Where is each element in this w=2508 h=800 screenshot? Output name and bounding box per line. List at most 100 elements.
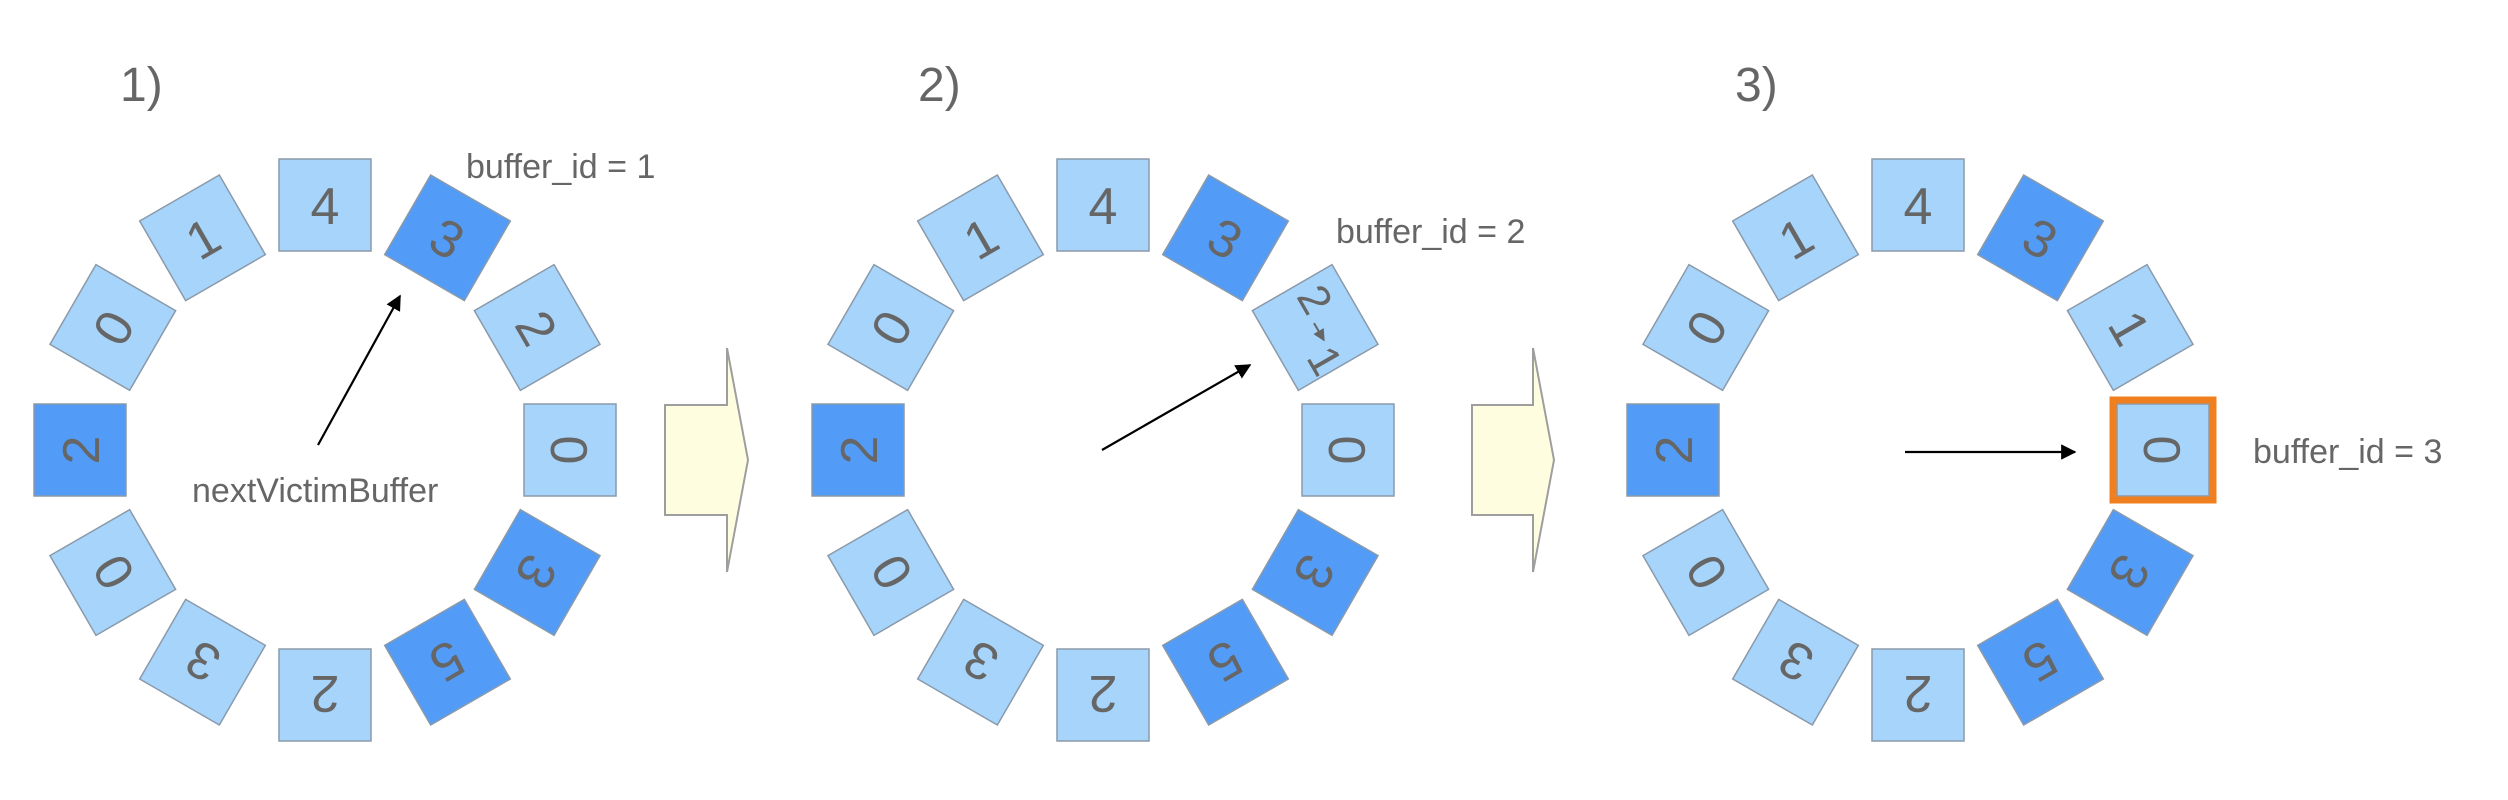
buffer-slot: 3 xyxy=(383,173,512,302)
buffer-slot-box xyxy=(48,508,177,637)
transition-arrow xyxy=(1471,347,1556,573)
buffer-slot: 3 xyxy=(1251,508,1380,637)
buffer-slot-box xyxy=(1251,508,1380,637)
usage-count: 4 xyxy=(311,178,340,236)
buffer-slot: 3 xyxy=(916,598,1045,727)
buffer-slot: 2 xyxy=(278,648,372,742)
buffer-id-label: buffer_id = 3 xyxy=(2253,433,2442,471)
usage-count: 2 xyxy=(1646,436,1704,465)
buffer-slot xyxy=(1251,263,1380,392)
step-label: 1) xyxy=(120,59,163,112)
buffer-slot-box xyxy=(278,158,372,252)
buffer-slot-box xyxy=(1976,598,2105,727)
buffer-slot-box xyxy=(1161,598,1290,727)
pointer-label: nextVictimBuffer xyxy=(192,472,438,510)
buffer-slot-box xyxy=(473,263,602,392)
selected-highlight xyxy=(2109,396,2217,504)
usage-count: 0 xyxy=(539,436,597,465)
buffer-slot: 1 xyxy=(138,173,267,302)
buffer-slot: 0 xyxy=(1641,263,1770,392)
buffer-slot-box xyxy=(48,263,177,392)
buffer-slot: 5 xyxy=(1161,598,1290,727)
buffer-slot: 3 xyxy=(473,508,602,637)
buffer-slot: 5 xyxy=(1976,598,2105,727)
buffer-slot-box xyxy=(1641,508,1770,637)
buffer-slot-box xyxy=(2066,263,2195,392)
buffer-slot: 1 xyxy=(1731,173,1860,302)
buffer-slot-box xyxy=(2116,403,2210,497)
buffer-slot: 0 xyxy=(48,508,177,637)
buffer-slot-box xyxy=(811,403,905,497)
step-label: 3) xyxy=(1735,59,1778,112)
buffer-slot: 2 xyxy=(473,263,602,392)
buffer-slot-box xyxy=(1056,648,1150,742)
buffer-id-label: buffer_id = 2 xyxy=(1336,213,1525,251)
buffer-slot-box xyxy=(473,508,602,637)
buffer-slot: 0 xyxy=(826,263,955,392)
buffer-slot: 2 xyxy=(1871,648,1965,742)
buffer-slot: 3 xyxy=(1161,173,1290,302)
usage-count: 4 xyxy=(1089,178,1118,236)
buffer-slot-box xyxy=(1731,598,1860,727)
buffer-slot: 4 xyxy=(278,158,372,252)
buffer-slot-box xyxy=(1871,648,1965,742)
buffer-slot: 0 xyxy=(48,263,177,392)
buffer-slot-box xyxy=(138,598,267,727)
step-label: 2) xyxy=(918,59,961,112)
pointer-arrow xyxy=(1101,364,1252,451)
buffer-slot-box xyxy=(826,508,955,637)
buffer-slot: 4 xyxy=(1871,158,1965,252)
buffer-slot: 2 xyxy=(33,403,127,497)
buffer-slot: 1 xyxy=(2066,263,2195,392)
buffer-slot-box xyxy=(523,403,617,497)
transition-arrow xyxy=(664,347,750,573)
buffer-slot-box xyxy=(1641,263,1770,392)
buffer-slot: 3 xyxy=(1731,598,1860,727)
buffer-slot: 0 xyxy=(523,403,617,497)
usage-count: 0 xyxy=(2132,436,2190,465)
buffer-slot-box xyxy=(1056,158,1150,252)
buffer-slot-box xyxy=(1871,158,1965,252)
buffer-slot-box xyxy=(383,598,512,727)
usage-count: 2 xyxy=(831,436,889,465)
buffer-slot-box xyxy=(916,598,1045,727)
usage-count: 2 xyxy=(53,436,111,465)
buffer-slot-box xyxy=(1301,403,1395,497)
buffer-slot: 3 xyxy=(1976,173,2105,302)
buffer-slot-box xyxy=(1731,173,1860,302)
buffer-slot: 0 xyxy=(1301,403,1395,497)
buffer-slot: 0 xyxy=(826,508,955,637)
buffer-slot: 3 xyxy=(138,598,267,727)
buffer-slot: 2 xyxy=(1056,648,1150,742)
buffer-id-label: buffer_id = 1 xyxy=(466,148,655,186)
update-arrow xyxy=(1313,322,1325,342)
buffer-slot-box xyxy=(138,173,267,302)
buffer-slot-box xyxy=(1251,263,1380,392)
buffer-slot-box xyxy=(383,173,512,302)
buffer-slot-box xyxy=(1976,173,2105,302)
buffer-slot-box xyxy=(278,648,372,742)
usage-count: 2 xyxy=(1904,664,1933,722)
buffer-slot: 2 xyxy=(811,403,905,497)
buffer-slot-box xyxy=(2066,508,2195,637)
buffer-slot: 2 xyxy=(1626,403,1720,497)
buffer-slot: 5 xyxy=(383,598,512,727)
buffer-slot-box xyxy=(33,403,127,497)
buffer-slot: 0 xyxy=(2109,396,2217,504)
buffer-slot: 0 xyxy=(1641,508,1770,637)
usage-count: 2 xyxy=(1089,664,1118,722)
buffer-slot: 1 xyxy=(916,173,1045,302)
buffer-slot: 4 xyxy=(1056,158,1150,252)
usage-count: 0 xyxy=(1317,436,1375,465)
buffer-slot-box xyxy=(916,173,1045,302)
usage-count: 4 xyxy=(1904,178,1933,236)
buffer-slot-box xyxy=(826,263,955,392)
buffer-slot: 3 xyxy=(2066,508,2195,637)
